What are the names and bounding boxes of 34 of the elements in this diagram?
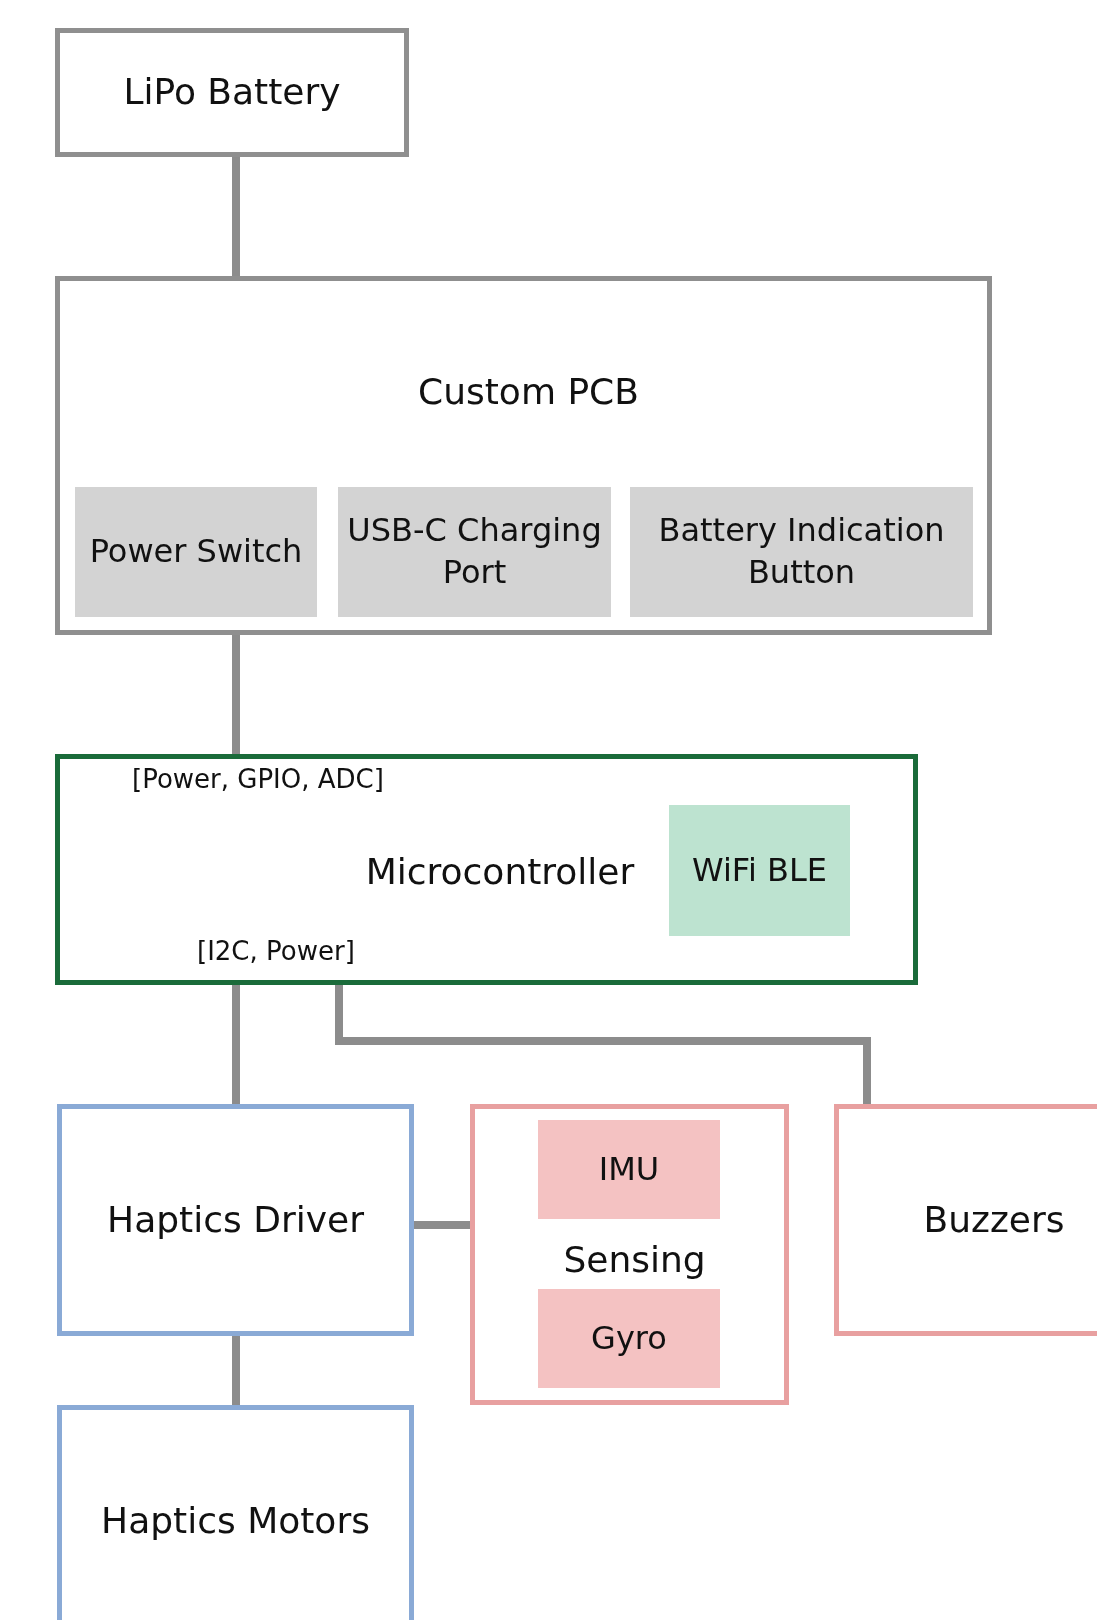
node-label: Gyro [590, 1317, 668, 1359]
node-label: Power Switch [88, 531, 304, 573]
component-box [338, 487, 611, 617]
component-box [630, 487, 973, 617]
component-box [669, 805, 850, 936]
node-label: Haptics Motors [100, 1498, 371, 1543]
component-box [834, 1104, 1097, 1336]
signal-label: [Power, GPIO, ADC] [132, 764, 384, 794]
signal-label: [I2C, Power] [197, 936, 355, 966]
node-label: Buzzers [922, 1197, 1066, 1242]
node-label: IMU [597, 1148, 661, 1190]
sensor-box [538, 1289, 720, 1388]
component-box [57, 1104, 414, 1336]
node-label: Haptics Driver [106, 1197, 365, 1242]
pcb-box [55, 276, 992, 635]
node-label: Battery Indication Button [657, 510, 946, 593]
node-label: USB-C Charging Port [346, 510, 603, 593]
node-label: Custom PCB [417, 370, 640, 414]
connector-line [414, 1221, 470, 1229]
component-box [55, 28, 409, 157]
connector-line [232, 157, 240, 276]
node-label: WiFi BLE [691, 849, 828, 891]
component-box [75, 487, 317, 617]
connector-line [232, 985, 240, 1104]
node-label: Sensing [562, 1238, 707, 1282]
connector-line [232, 1336, 240, 1405]
sensing-box [470, 1104, 789, 1405]
node-label: Microcontroller [364, 850, 636, 894]
component-box [57, 1405, 414, 1620]
microcontroller-box [55, 754, 918, 985]
node-label: LiPo Battery [122, 70, 342, 115]
connector-line [335, 985, 871, 1104]
connector-line [232, 635, 240, 754]
sensor-box [538, 1120, 720, 1219]
